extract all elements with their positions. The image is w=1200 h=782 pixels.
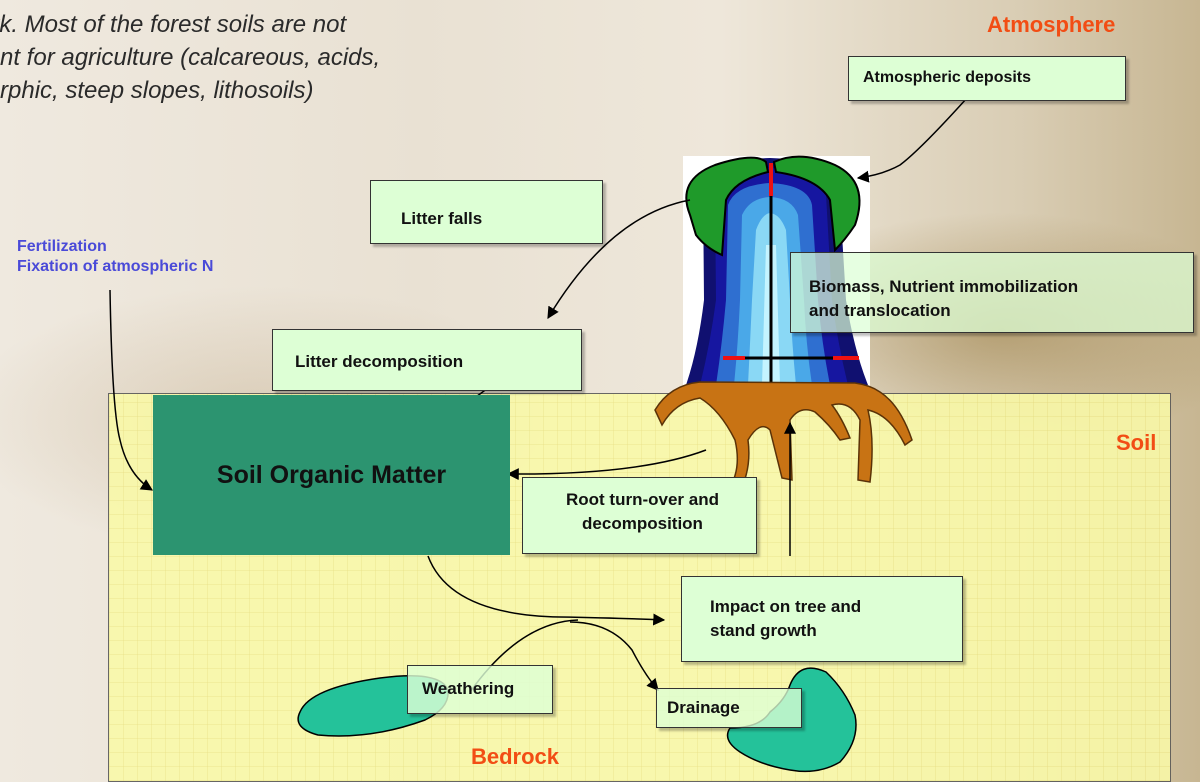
litter-decomposition-box: Litter decomposition [272,329,582,391]
weathering-box: Weathering [407,665,553,714]
atmospheric-deposits-label: Atmospheric deposits [863,69,1031,86]
biomass-box: Biomass, Nutrient immobilization and tra… [790,252,1194,333]
soil-label: Soil [1116,430,1156,456]
root-turnover-label-line-1: Root turn-over and [529,488,756,512]
arrow-deposits-to-canopy [858,98,967,178]
arrow-fertilization-to-som [110,290,152,490]
litter-falls-label: Litter falls [401,209,482,228]
soil-organic-matter-box: Soil Organic Matter [153,395,510,555]
soil-organic-matter-label: Soil Organic Matter [217,461,446,490]
atmosphere-label: Atmosphere [987,12,1115,38]
impact-growth-box: Impact on tree and stand growth [681,576,963,662]
arrow-som-to-impact [428,556,664,620]
impact-growth-label-line-1: Impact on tree and [710,595,962,619]
fertilization-label: Fertilization [17,237,213,257]
impact-growth-label-line-2: stand growth [710,619,962,643]
arrow-roots-to-som [508,450,706,474]
biomass-label-line-2: and translocation [809,299,1193,323]
arrow-to-drainage [570,622,658,690]
biomass-label-line-1: Biomass, Nutrient immobilization [809,275,1193,299]
root-turnover-box: Root turn-over and decomposition [522,477,757,554]
litter-falls-box: Litter falls [370,180,603,244]
atmospheric-deposits-box: Atmospheric deposits [848,56,1126,101]
litter-decomposition-label: Litter decomposition [295,352,463,371]
weathering-label: Weathering [422,679,514,698]
drainage-label: Drainage [667,698,740,717]
external-inputs: Fertilization Fixation of atmospheric N [17,237,213,277]
bedrock-label: Bedrock [471,744,559,770]
root-turnover-label-line-2: decomposition [529,512,756,536]
n-fixation-label: Fixation of atmospheric N [17,257,213,277]
drainage-box: Drainage [656,688,802,728]
